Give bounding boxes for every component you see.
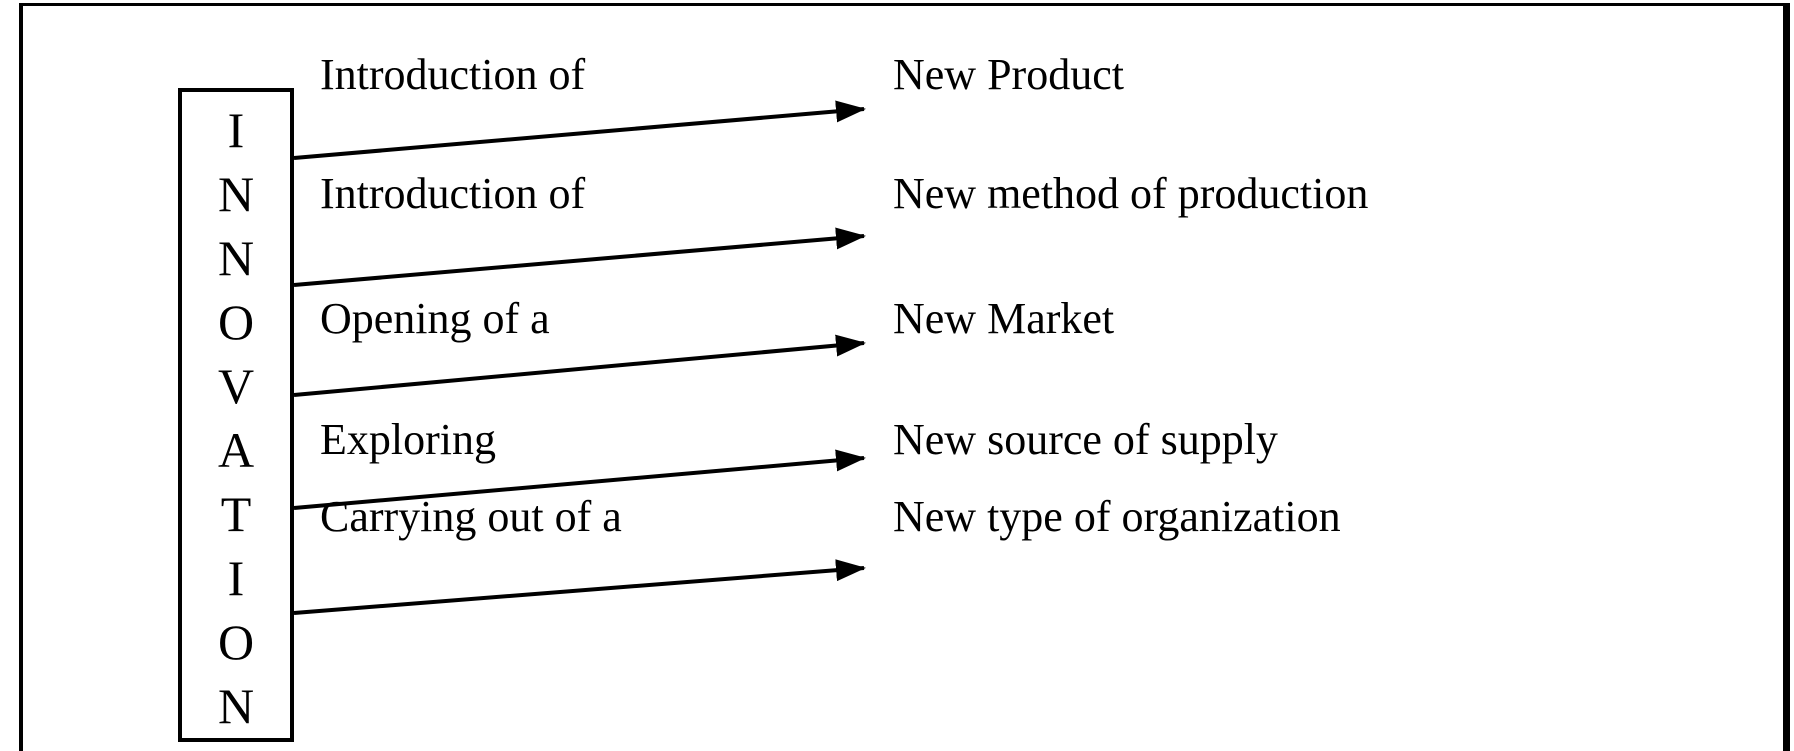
innovation-box: I N N O V A T I O N xyxy=(178,88,294,742)
innovation-letter: N xyxy=(217,678,255,734)
action-label-new-organization: Carrying out of a xyxy=(320,492,622,541)
result-label-new-method: New method of production xyxy=(893,169,1369,218)
innovation-letter: T xyxy=(220,486,252,542)
result-label-new-product: New Product xyxy=(893,50,1124,99)
innovation-letter: I xyxy=(227,550,245,606)
result-label-new-organization: New type of organization xyxy=(893,492,1341,541)
innovation-letter: V xyxy=(217,358,255,414)
innovation-letter: N xyxy=(217,230,255,286)
action-label-new-product: Introduction of xyxy=(320,50,586,99)
innovation-letter: A xyxy=(217,422,255,478)
innovation-letter: O xyxy=(217,614,255,670)
innovation-letter: N xyxy=(217,166,255,222)
action-label-new-method: Introduction of xyxy=(320,169,586,218)
result-label-new-source: New source of supply xyxy=(893,415,1278,464)
action-label-new-source: Exploring xyxy=(320,415,496,464)
innovation-letter: O xyxy=(217,294,255,350)
result-label-new-market: New Market xyxy=(893,294,1115,343)
innovation-letter: I xyxy=(227,102,245,158)
action-label-new-market: Opening of a xyxy=(320,294,550,343)
outer-border xyxy=(19,3,1790,751)
